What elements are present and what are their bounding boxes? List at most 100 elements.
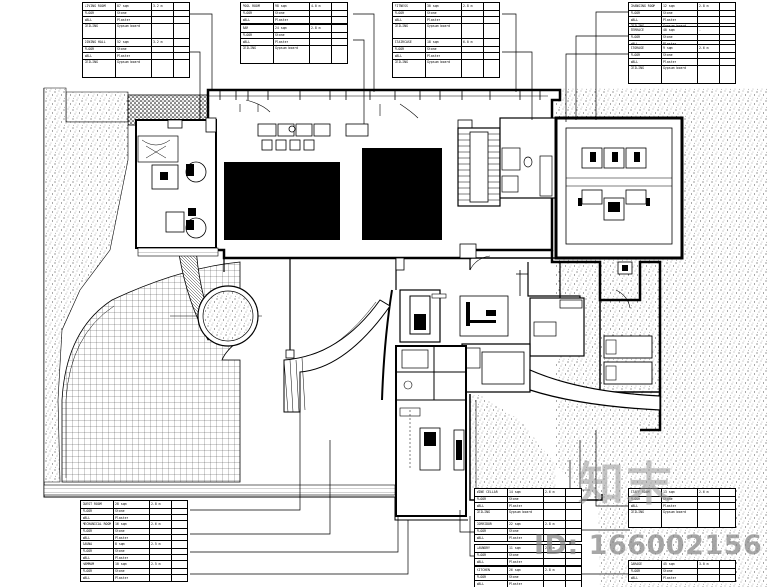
room-tag-label: FLOOR xyxy=(630,497,641,502)
room-tag-label: STAFF ROOM xyxy=(630,489,650,494)
room-tag-value: Stone xyxy=(663,569,673,574)
room-tag-value: 2.8 m xyxy=(545,567,555,572)
room-tag-value: Stone xyxy=(115,549,125,554)
garden-edge xyxy=(43,484,396,496)
room-tag-value: 3.2 m xyxy=(153,39,163,44)
room-tag-value: 2.6 m xyxy=(545,545,555,550)
room-tag-divider xyxy=(697,3,698,41)
room-tag-value: Plaster xyxy=(663,42,676,47)
room-tag-divider xyxy=(661,45,662,83)
room-tag-divider xyxy=(115,3,116,41)
room-tag-divider xyxy=(149,561,150,581)
room-tag-divider xyxy=(171,521,172,541)
room-tag-value: 52 sqm xyxy=(117,39,129,44)
room-tag-divider xyxy=(543,567,544,587)
room-tag-label: WALL xyxy=(242,17,251,22)
room-tag-divider xyxy=(171,561,172,581)
room-tag-label: STORAGE xyxy=(630,45,644,50)
room-tag-label: CEILING xyxy=(394,60,408,65)
room-tag-value: Plaster xyxy=(509,535,523,540)
room-tag-divider xyxy=(719,45,720,83)
room-tag-value: Stone xyxy=(115,509,125,514)
room-tag-divider xyxy=(697,45,698,83)
room-tag-label: CHANGING ROOM xyxy=(630,3,656,8)
room-tag-value: 98 sqm xyxy=(275,3,287,8)
room-tag-divider xyxy=(173,39,174,77)
room-tag-value: 2.5 m xyxy=(151,561,161,566)
room-tag-value: 26 sqm xyxy=(509,567,521,572)
room-tag-divider xyxy=(565,521,566,541)
room-tag-divider xyxy=(661,489,662,527)
room-tag-label: KITCHEN xyxy=(476,567,490,572)
room-tag-label: CEILING xyxy=(630,66,644,71)
room-tag-divider xyxy=(543,489,544,527)
room-tag-value: Stone xyxy=(115,569,125,574)
room-tag-label: FITNESS xyxy=(394,3,408,8)
room-tag-divider xyxy=(697,489,698,527)
room-tag-row: FLOOR Stone xyxy=(81,567,187,576)
room-tag-label: DINING HALL xyxy=(84,39,106,44)
room-tag-value: 9 sqm xyxy=(663,45,673,50)
room-tag-divider xyxy=(565,489,566,527)
room-tag-label: SAUNA xyxy=(82,541,93,546)
room-tag-label: WALL xyxy=(394,17,403,22)
room-tag-divider xyxy=(171,501,172,521)
room-tag-label: CEILING xyxy=(630,510,644,515)
room-tag-value: 2.5 m xyxy=(151,541,161,546)
room-tag-value: 24 sqm xyxy=(275,25,287,30)
watermark-id: ID: 166002156 xyxy=(534,530,763,561)
room-tag-divider xyxy=(697,561,698,581)
room-tag-divider xyxy=(173,3,174,41)
room-tag-value: 45 sqm xyxy=(663,561,675,566)
room-tag-label: WALL xyxy=(630,575,639,580)
room-tag-label: BAR xyxy=(242,25,249,30)
room-tag-value: 40 sqm xyxy=(663,27,675,32)
room-tag-label: FLOOR xyxy=(82,569,93,574)
room-tag-divider xyxy=(719,561,720,581)
room-tag-value: 6.0 m xyxy=(463,39,473,44)
room-tag-value: Plaster xyxy=(427,17,441,22)
room-tag-divider xyxy=(543,545,544,565)
curved-stair xyxy=(283,299,391,413)
watermark-logo: 知末 xyxy=(578,457,674,511)
room-tag-label: FLOOR xyxy=(630,35,641,40)
room-tag-value: 8 sqm xyxy=(115,541,125,546)
room-tag-divider xyxy=(113,541,114,561)
room-tag-value: 4.0 m xyxy=(311,3,321,8)
room-tag-value: Stone xyxy=(427,47,437,52)
room-tag-divider xyxy=(151,3,152,41)
room-tag-divider xyxy=(565,545,566,565)
room-tag-value: Stone xyxy=(509,575,519,580)
room-tag-value: Gypsum board xyxy=(663,510,687,515)
room-tag-value: Plaster xyxy=(427,53,441,58)
room-tag-label: MECHANICAL ROOM xyxy=(82,521,112,526)
room-tag-value: Stone xyxy=(663,35,673,40)
